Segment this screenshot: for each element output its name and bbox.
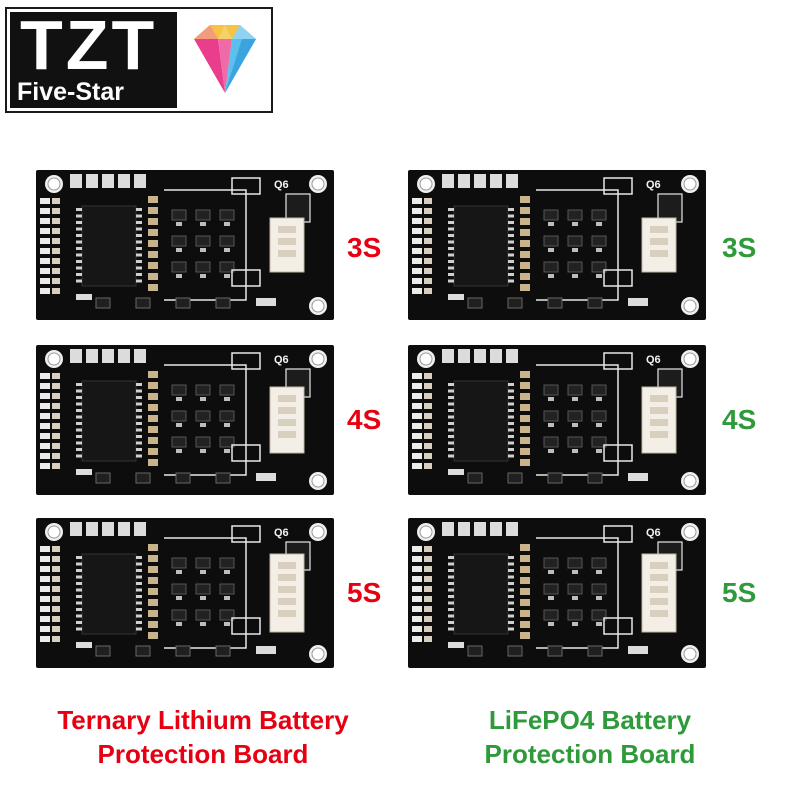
caption-ternary: Ternary Lithium Battery Protection Board <box>8 703 398 771</box>
caption-ternary-line1: Ternary Lithium Battery <box>57 705 349 735</box>
caption-lifepo4-line1: LiFePO4 Battery <box>488 705 692 735</box>
caption-ternary-line2: Protection Board <box>97 739 309 769</box>
size-label-ternary-4s: 4S <box>347 404 382 435</box>
diamond-gem-icon <box>194 25 256 93</box>
logo-panel: TZT Five-Star <box>10 6 177 108</box>
component-label: Q6 <box>646 527 661 539</box>
board-ternary-5s: Q6 <box>36 518 334 668</box>
size-label-lifepo4-4s: 4S <box>722 404 757 435</box>
board-ternary-3s: Q6 <box>36 170 334 320</box>
component-label: Q6 <box>274 527 289 539</box>
caption-lifepo4: LiFePO4 Battery Protection Board <box>395 703 785 771</box>
board-lifepo4-5s: Q6 <box>408 518 706 668</box>
component-label: Q6 <box>646 354 661 366</box>
board-lifepo4-3s: Q6 <box>408 170 706 320</box>
caption-lifepo4-line2: Protection Board <box>484 739 696 769</box>
size-label-lifepo4-3s: 3S <box>722 232 757 263</box>
size-label-lifepo4-5s: 5S <box>722 577 757 608</box>
board-lifepo4-4s: Q6 <box>408 345 706 495</box>
board-ternary-4s: Q6 <box>36 345 334 495</box>
component-label: Q6 <box>646 179 661 191</box>
logo-title: TZT <box>20 6 158 84</box>
component-label: Q6 <box>274 179 289 191</box>
size-label-ternary-3s: 3S <box>347 232 382 263</box>
component-label: Q6 <box>274 354 289 366</box>
logo-tagline: Five-Star <box>17 78 124 106</box>
brand-logo: TZT Five-Star <box>5 7 273 113</box>
size-label-ternary-5s: 5S <box>347 577 382 608</box>
